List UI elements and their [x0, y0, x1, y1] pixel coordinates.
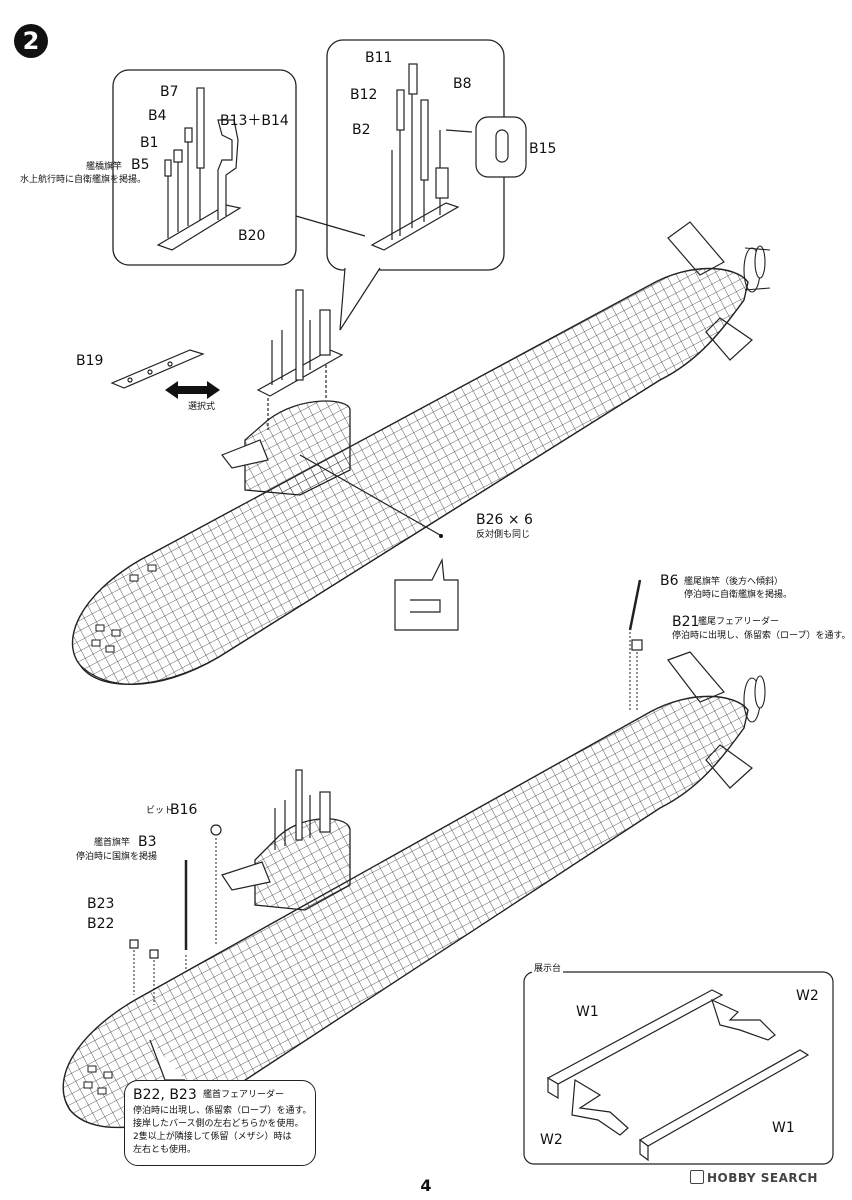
watermark: HOBBY SEARCH	[690, 1170, 818, 1185]
b3-title: 艦首旗竿	[94, 838, 131, 848]
part-label-b4: B4	[148, 108, 167, 124]
part-label-w2-top: W2	[796, 988, 819, 1004]
b22-line4: 左右とも使用。	[133, 1145, 197, 1155]
b5-desc: 水上航行時に自衛艦旗を掲揚。	[20, 175, 147, 185]
part-label-b2: B2	[352, 122, 371, 138]
part-label-b16: B16	[170, 802, 198, 818]
part-label-b20: B20	[238, 228, 266, 244]
page-number: 4	[420, 1176, 432, 1195]
part-label-b1: B1	[140, 135, 159, 151]
part-label-b13-b14: B13＋B14	[220, 113, 289, 129]
b21-desc: 停泊時に出現し、係留索（ロープ）を通す。	[672, 631, 851, 641]
part-label-b22-b23: B22, B23	[133, 1087, 197, 1103]
b19-plate	[110, 349, 205, 389]
b3-desc: 停泊時に国旗を掲揚	[76, 852, 158, 862]
b6-desc: 停泊時に自衛艦旗を掲揚。	[684, 590, 793, 600]
mast-assembly-left	[156, 87, 242, 251]
b6-title: 艦尾旗竿（後方へ傾斜）	[684, 577, 784, 587]
stand-label: 展示台	[532, 964, 564, 975]
part-label-w1-bottom: W1	[772, 1120, 795, 1136]
part-label-b8: B8	[453, 76, 472, 92]
b16-prefix: ビット	[146, 806, 174, 816]
b15-detail	[475, 116, 527, 178]
display-stand	[523, 971, 834, 1165]
select-note: 選択式	[188, 402, 216, 412]
b21-title: 艦尾フェアリーダー	[698, 617, 780, 627]
part-label-b21: B21	[672, 614, 700, 630]
b5-title: 艦橋旗竿	[86, 162, 123, 172]
part-label-b15: B15	[529, 141, 557, 157]
b22-line3: 2隻以上が隣接して係留（メザシ）時は	[133, 1132, 292, 1142]
b26-desc: 反対側も同じ	[476, 530, 531, 540]
b22-b23-note-box: B22, B23 艦首フェアリーダー 停泊時に出現し、係留索（ロープ）を通す。 …	[124, 1080, 316, 1166]
part-label-b12: B12	[350, 87, 378, 103]
part-label-b5: B5	[131, 157, 150, 173]
step-number: 2	[14, 24, 48, 58]
part-label-w2-bottom: W2	[540, 1132, 563, 1148]
part-label-b7: B7	[160, 84, 179, 100]
b26-detail	[394, 557, 459, 631]
part-label-b3: B3	[138, 834, 157, 850]
part-label-b23: B23	[87, 896, 115, 912]
b22-title: 艦首フェアリーダー	[203, 1090, 285, 1100]
hobby-search-logo-icon	[690, 1170, 704, 1184]
submarine-upper	[71, 221, 771, 685]
part-label-b22: B22	[87, 916, 115, 932]
part-label-b19: B19	[76, 353, 104, 369]
select-arrow	[165, 381, 220, 399]
part-label-w1-top: W1	[576, 1004, 599, 1020]
part-label-b11: B11	[365, 50, 393, 66]
mast-assembly-right	[370, 63, 473, 251]
part-label-b6: B6	[660, 573, 679, 589]
b22-line2: 接岸したバース側の左右どちらかを使用。	[133, 1119, 304, 1129]
part-label-b26: B26 × 6	[476, 512, 533, 528]
submarine-lower	[62, 579, 766, 1129]
b22-line1: 停泊時に出現し、係留索（ロープ）を通す。	[133, 1106, 312, 1116]
watermark-text: HOBBY SEARCH	[707, 1171, 818, 1185]
